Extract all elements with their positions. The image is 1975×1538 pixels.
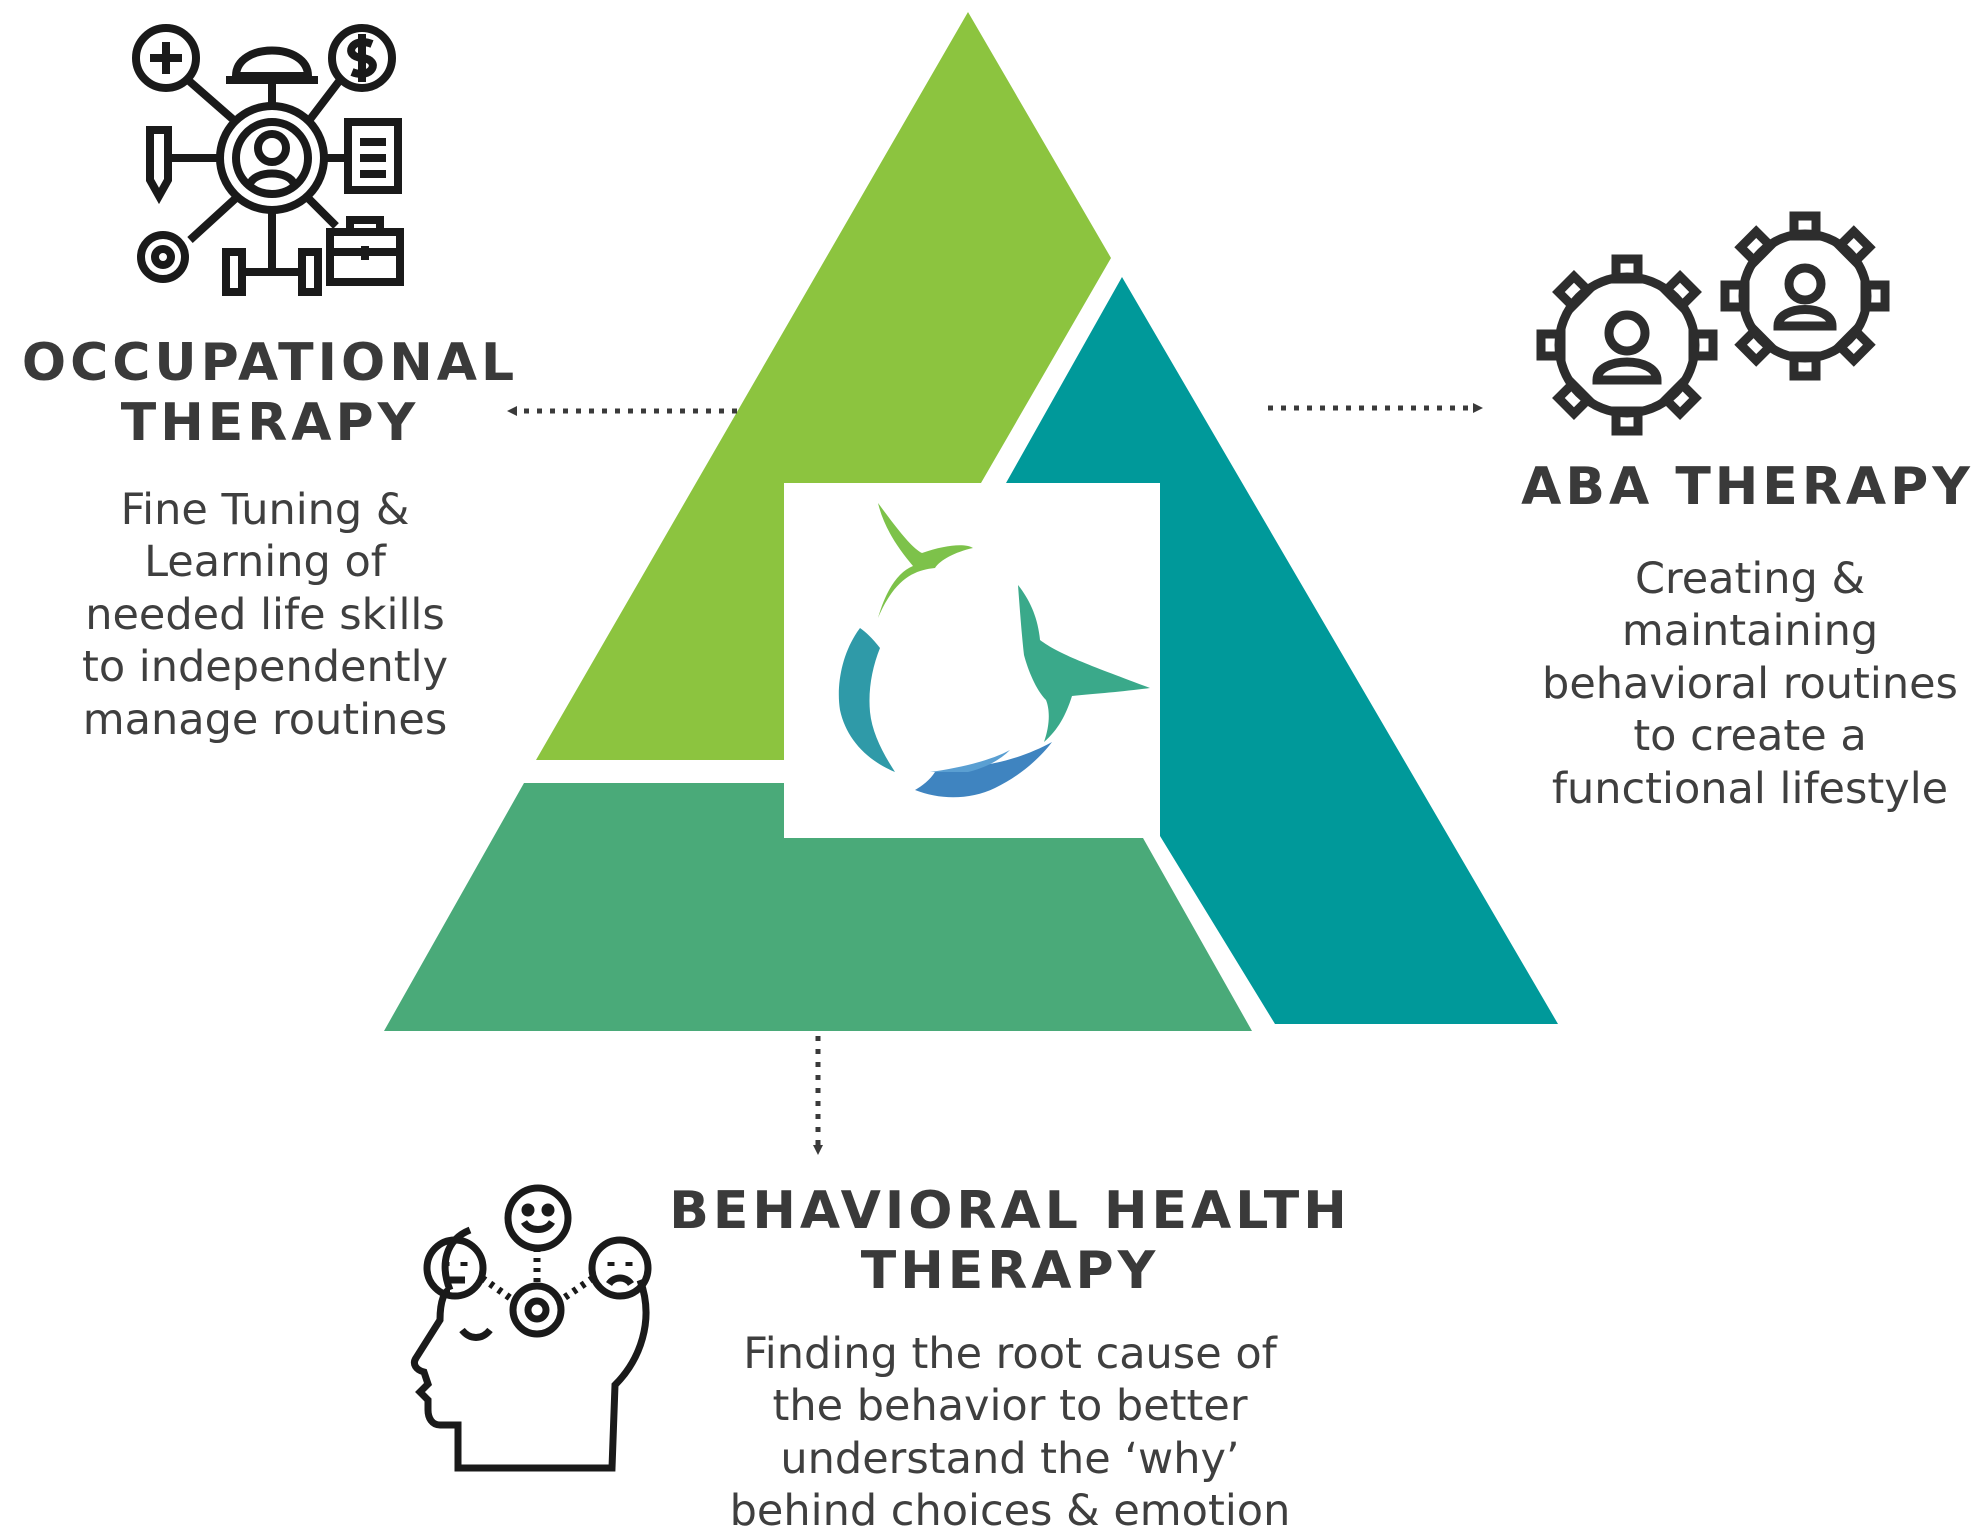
description-line: needed life skills bbox=[85, 589, 445, 640]
description-line: behavioral routines bbox=[1542, 658, 1958, 709]
description-line: to create a bbox=[1633, 711, 1867, 762]
gear-tooth bbox=[1833, 324, 1876, 367]
behavioral-health-title-line: BEHAVIORAL HEALTH bbox=[669, 1181, 1351, 1241]
gear-tooth bbox=[1611, 406, 1643, 436]
gear-tooth bbox=[1789, 211, 1821, 241]
gear-tooth bbox=[1611, 254, 1643, 284]
birds-hands-circle-logo bbox=[838, 503, 1150, 798]
gear-tooth bbox=[1789, 351, 1821, 381]
aba-therapy-title-line: ABA THERAPY bbox=[1521, 457, 1974, 517]
occupational-therapy-title-line: THERAPY bbox=[120, 392, 420, 453]
life-skills-network-icon bbox=[132, 24, 404, 296]
description-line: Fine Tuning & bbox=[120, 485, 410, 535]
description-line: Creating & bbox=[1634, 554, 1866, 604]
aba-therapy-description: Creating & maintaining behavioral routin… bbox=[1525, 553, 1975, 815]
description-line: manage routines bbox=[82, 694, 448, 745]
occupational-therapy-title-line: OCCUPATIONAL bbox=[21, 333, 519, 393]
people-gears-icon bbox=[1536, 211, 1890, 436]
behavioral-health-therapy-title: BEHAVIORAL HEALTH THERAPY bbox=[660, 1181, 1360, 1302]
gear-tooth bbox=[1860, 280, 1890, 312]
description-line: the behavior to better bbox=[772, 1381, 1248, 1432]
description-line: Learning of bbox=[144, 537, 386, 588]
aba-segment bbox=[1006, 277, 1558, 1024]
gear-tooth bbox=[1833, 225, 1876, 268]
gear-tooth bbox=[1536, 329, 1566, 361]
gear-tooth bbox=[1720, 280, 1750, 312]
occupational-segment bbox=[536, 12, 1111, 760]
behavioral-health-therapy-description: Finding the root cause of the behavior t… bbox=[690, 1328, 1330, 1538]
occupational-therapy-description: Fine Tuning & Learning of needed life sk… bbox=[30, 484, 500, 746]
description-line: Finding the root cause of bbox=[743, 1329, 1277, 1379]
gear-tooth bbox=[1552, 377, 1595, 420]
description-line: maintaining bbox=[1621, 606, 1879, 657]
description-line: to independently bbox=[81, 642, 449, 693]
gear-tooth bbox=[1734, 225, 1777, 268]
description-line: behind choices & emotion bbox=[729, 1486, 1291, 1537]
description-line: functional lifestyle bbox=[1551, 763, 1949, 814]
behavioral-segment bbox=[384, 783, 1252, 1031]
gear-tooth bbox=[1688, 329, 1718, 361]
behavioral-health-title-line: THERAPY bbox=[860, 1240, 1160, 1301]
description-line: understand the ‘why’ bbox=[780, 1433, 1240, 1484]
aba-therapy-title: ABA THERAPY bbox=[1520, 457, 1975, 518]
head-emotions-gear-icon bbox=[410, 1184, 652, 1472]
gear-tooth bbox=[1734, 324, 1777, 367]
gear-tooth bbox=[1552, 270, 1595, 313]
occupational-therapy-title: OCCUPATIONAL THERAPY bbox=[10, 333, 530, 454]
gear-tooth bbox=[1659, 270, 1702, 313]
gear-tooth bbox=[1659, 377, 1702, 420]
